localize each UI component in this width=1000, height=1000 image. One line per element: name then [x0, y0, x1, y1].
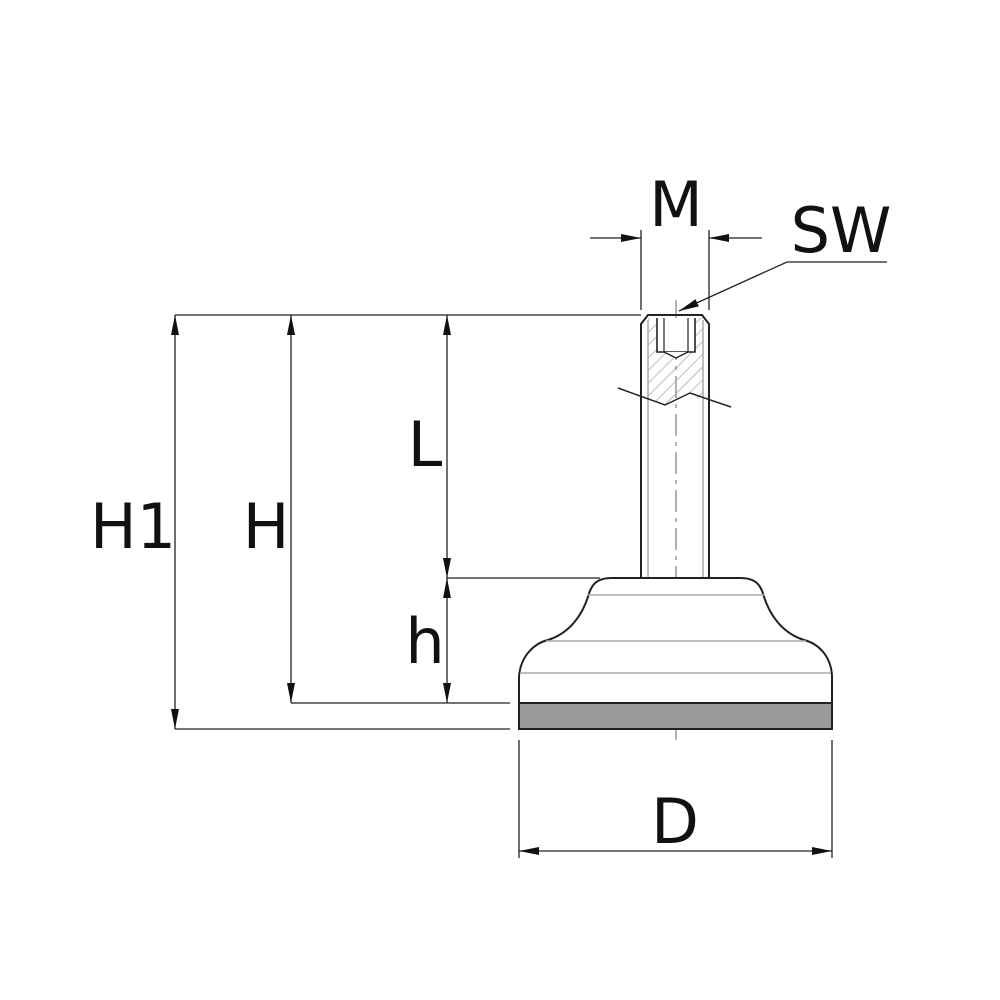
dimension-D: D: [519, 785, 832, 858]
label-D: D: [651, 785, 699, 858]
rubber-pad: [518, 702, 833, 730]
dimension-H1: H1: [90, 315, 179, 729]
label-M: M: [649, 168, 703, 241]
dimension-L: L: [408, 315, 451, 578]
label-h: h: [405, 605, 444, 678]
threaded-stud: [617, 314, 732, 578]
label-SW: SW: [791, 194, 892, 267]
hex-socket: [656, 318, 696, 359]
label-H1: H1: [90, 490, 176, 563]
dimension-h: h: [405, 578, 451, 703]
dimension-H: H: [243, 315, 295, 703]
label-H: H: [243, 490, 290, 563]
dimension-SW: SW: [678, 194, 892, 312]
base: [518, 577, 833, 730]
extension-lines: [175, 230, 833, 858]
break-line: [617, 387, 732, 408]
dimension-M: M: [590, 168, 762, 242]
label-L: L: [408, 408, 443, 481]
